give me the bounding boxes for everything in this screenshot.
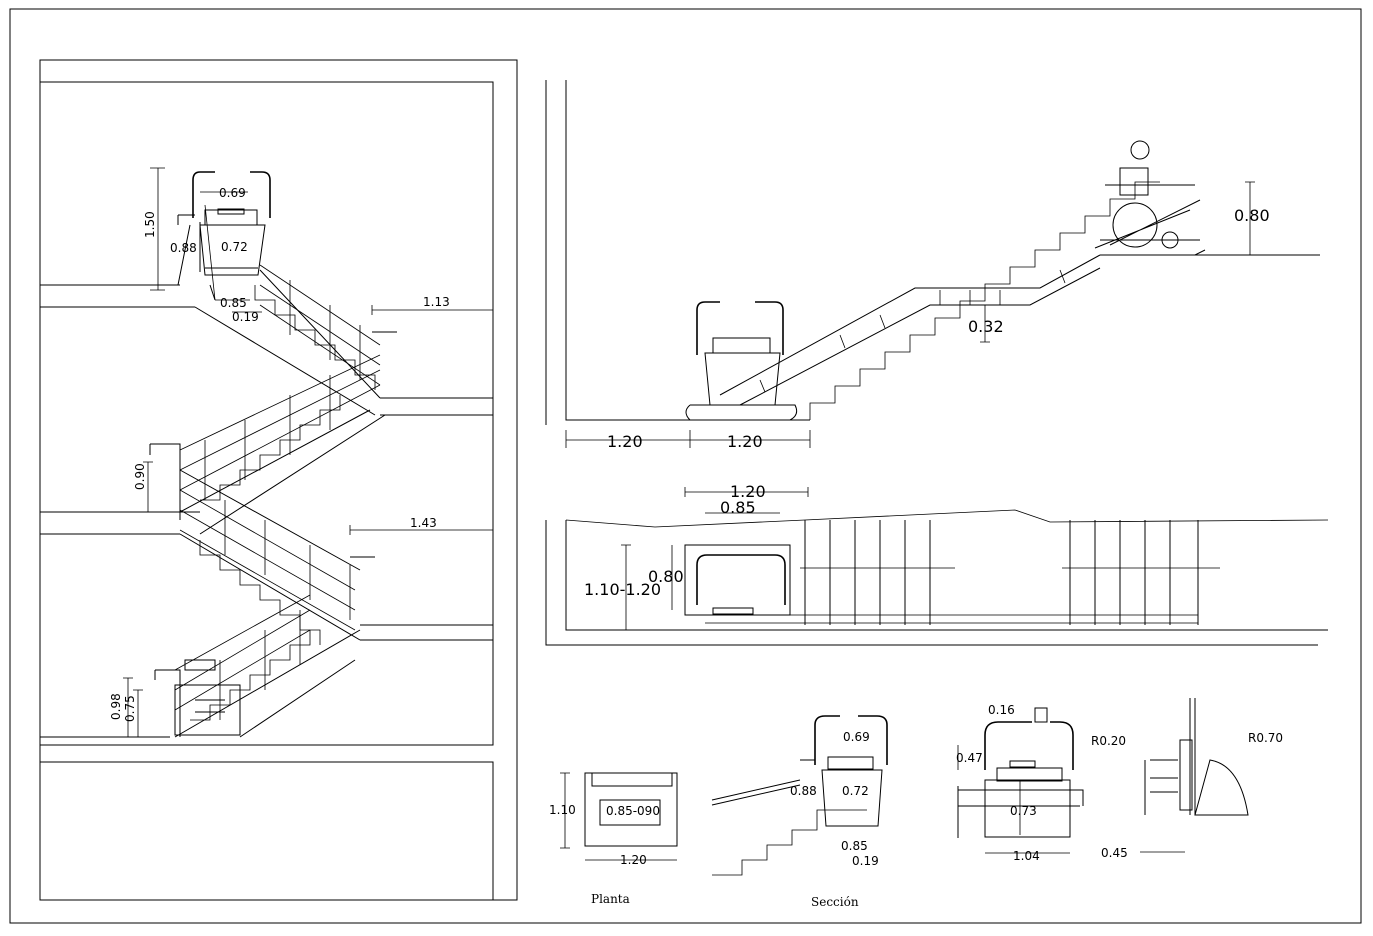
dim-stair-113: 1.13 xyxy=(423,295,450,309)
dim-stair-072: 0.72 xyxy=(221,240,248,254)
dim-front-073: 0.73 xyxy=(1010,804,1037,818)
dim-plan-110-120: 1.10-1.20 xyxy=(584,580,661,599)
dim-front-016: 0.16 xyxy=(988,703,1015,717)
dim-sec-088: 0.88 xyxy=(790,784,817,798)
dim-ramp-032: 0.32 xyxy=(968,317,1004,336)
caption-plan: Planta xyxy=(591,892,630,906)
dim-ramp-080: 0.80 xyxy=(1234,206,1270,225)
dim-front-r020: R0.20 xyxy=(1091,734,1126,748)
dim-stair-075: 0.75 xyxy=(123,695,137,722)
dim-ramp-120-b: 1.20 xyxy=(727,432,763,451)
dim-stair-150: 1.50 xyxy=(143,211,157,238)
dim-stair-143: 1.43 xyxy=(410,516,437,530)
dim-detail-inner: 0.85-090 xyxy=(606,804,660,818)
dim-detail-120: 1.20 xyxy=(620,853,647,867)
dim-front-104: 1.04 xyxy=(1013,849,1040,863)
dim-stair-098: 0.98 xyxy=(109,693,123,720)
dim-stair-085: 0.85 xyxy=(220,296,247,310)
sheet-border xyxy=(9,8,1362,924)
ramp-plan-view: 1.20 0.85 1.10-1.20 0.80 xyxy=(545,482,1329,646)
dim-ramp-120-a: 1.20 xyxy=(607,432,643,451)
dim-sec-019: 0.19 xyxy=(852,854,879,868)
dim-detail-110: 1.10 xyxy=(549,803,576,817)
detail-section: 0.69 0.88 0.72 0.85 0.19 Sección xyxy=(711,715,888,909)
dim-side-r070: R0.70 xyxy=(1248,731,1283,745)
stair-section-view: 1.50 0.69 0.88 0.72 0.85 0.19 1.13 0.90 … xyxy=(39,59,518,901)
caption-section: Sección xyxy=(811,895,859,909)
detail-plan: 1.10 0.85-090 1.20 Planta xyxy=(549,772,678,906)
dim-plan-085: 0.85 xyxy=(720,498,756,517)
dim-stair-090: 0.90 xyxy=(133,463,147,490)
dim-sec-085: 0.85 xyxy=(841,839,868,853)
dim-sec-069: 0.69 xyxy=(843,730,870,744)
dim-side-045: 0.45 xyxy=(1101,846,1128,860)
detail-side: R0.70 0.45 xyxy=(1101,698,1283,860)
dim-stair-019: 0.19 xyxy=(232,310,259,324)
dim-sec-072: 0.72 xyxy=(842,784,869,798)
detail-front: 0.16 R0.20 0.47 0.73 1.04 xyxy=(956,703,1126,863)
ramp-elevation-view: 0.80 0.32 1.20 1.20 xyxy=(545,80,1320,451)
dim-stair-069: 0.69 xyxy=(219,186,246,200)
dim-stair-088: 0.88 xyxy=(170,241,197,255)
dim-plan-120: 1.20 xyxy=(730,482,766,501)
dim-front-047: 0.47 xyxy=(956,751,983,765)
dim-plan-080: 0.80 xyxy=(648,567,684,586)
